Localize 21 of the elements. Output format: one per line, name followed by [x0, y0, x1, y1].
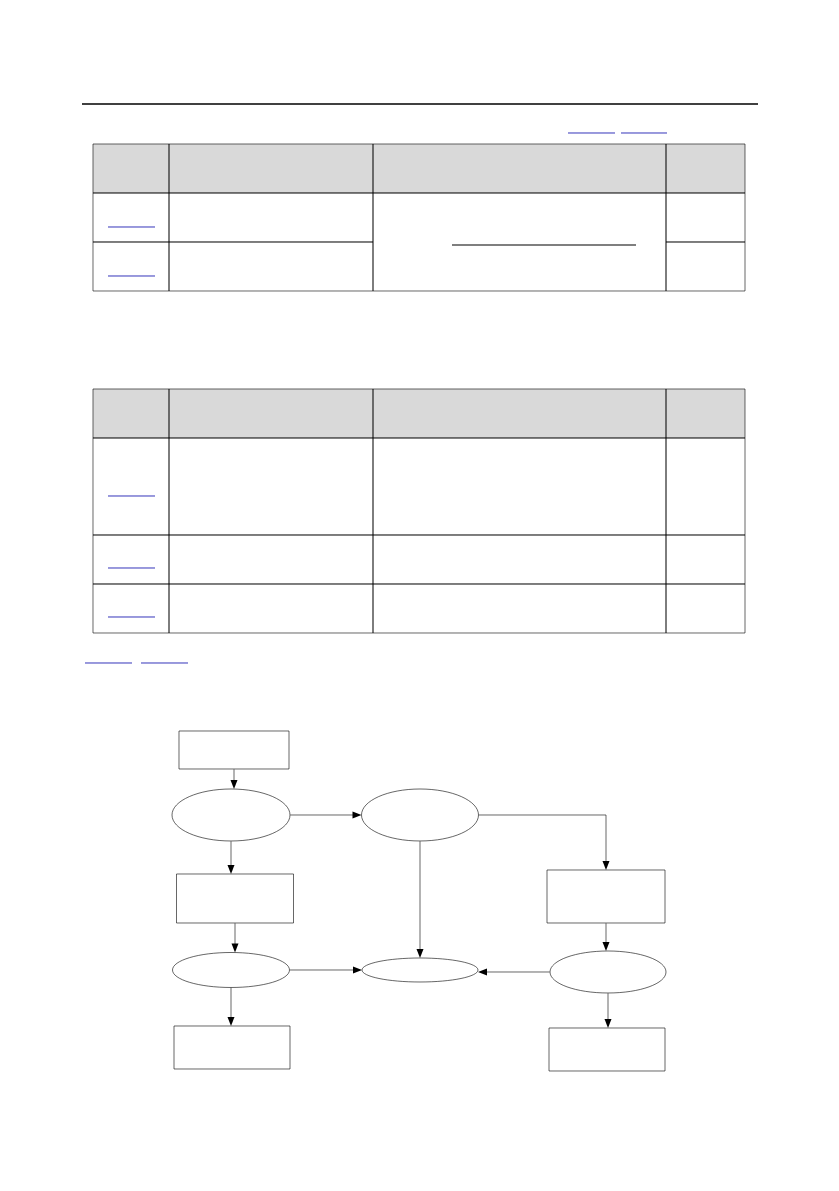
arrow [416, 841, 424, 958]
arrow [289, 966, 362, 974]
arrow [227, 987, 235, 1026]
arrow [602, 923, 610, 951]
process-box [176, 873, 294, 924]
arrow [478, 968, 550, 976]
process-ellipse [171, 788, 291, 842]
arrow [227, 841, 235, 874]
process-ellipse [549, 950, 667, 994]
process-ellipse [361, 957, 479, 983]
arrow [231, 923, 239, 953]
arrow [478, 814, 610, 870]
arrow [604, 993, 612, 1028]
process-box [178, 730, 290, 770]
process-box [546, 869, 666, 924]
process-box [173, 1025, 291, 1070]
process-box [548, 1027, 666, 1072]
arrow [230, 769, 238, 789]
process-ellipse [361, 788, 479, 842]
arrow [290, 811, 362, 819]
process-ellipse [172, 952, 290, 988]
